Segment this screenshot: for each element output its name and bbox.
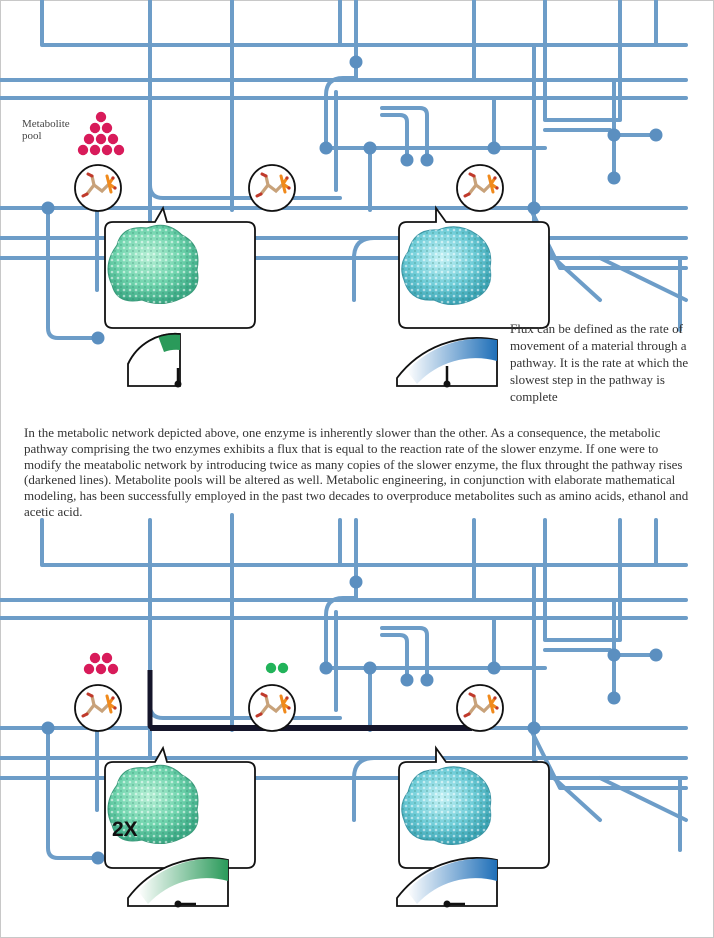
product-molecule-icon <box>455 683 505 733</box>
slow-enzyme-gauge-icon <box>127 857 229 908</box>
product-molecule-icon <box>455 163 505 213</box>
green-protein-blob-icon <box>107 764 199 844</box>
cyan-protein-blob-icon <box>401 766 492 845</box>
cyan-protein-blob-icon <box>401 226 492 305</box>
green-protein-blob-icon <box>107 224 199 304</box>
fast-enzyme-panel <box>398 207 550 329</box>
flux-definition-text: Flux can be defined as the rate of movem… <box>510 321 689 404</box>
metabolite-pool-1 <box>83 652 119 675</box>
substrate-molecule-icon <box>73 163 123 213</box>
fast-enzyme-panel <box>398 747 550 869</box>
slow-enzyme-panel <box>104 747 256 869</box>
slow-enzyme-gauge-icon <box>127 332 182 388</box>
intermediate-molecule-icon <box>247 163 297 213</box>
fast-enzyme-gauge-icon <box>396 857 498 908</box>
fast-enzyme-gauge-icon <box>396 337 498 388</box>
top-panel <box>0 0 688 388</box>
metabolite-pool-label: Metabolite pool <box>22 118 70 142</box>
slow-enzyme-panel <box>104 207 256 329</box>
metabolite-pool-2 <box>265 662 289 674</box>
intermediate-molecule-icon <box>247 683 297 733</box>
enzyme-multiplier-label: 2X <box>112 818 138 841</box>
bottom-panel <box>0 513 688 908</box>
explanation-paragraph: In the metabolic network depicted above,… <box>24 425 689 519</box>
substrate-molecule-icon <box>73 683 123 733</box>
metabolite-pool-1 <box>77 111 125 156</box>
